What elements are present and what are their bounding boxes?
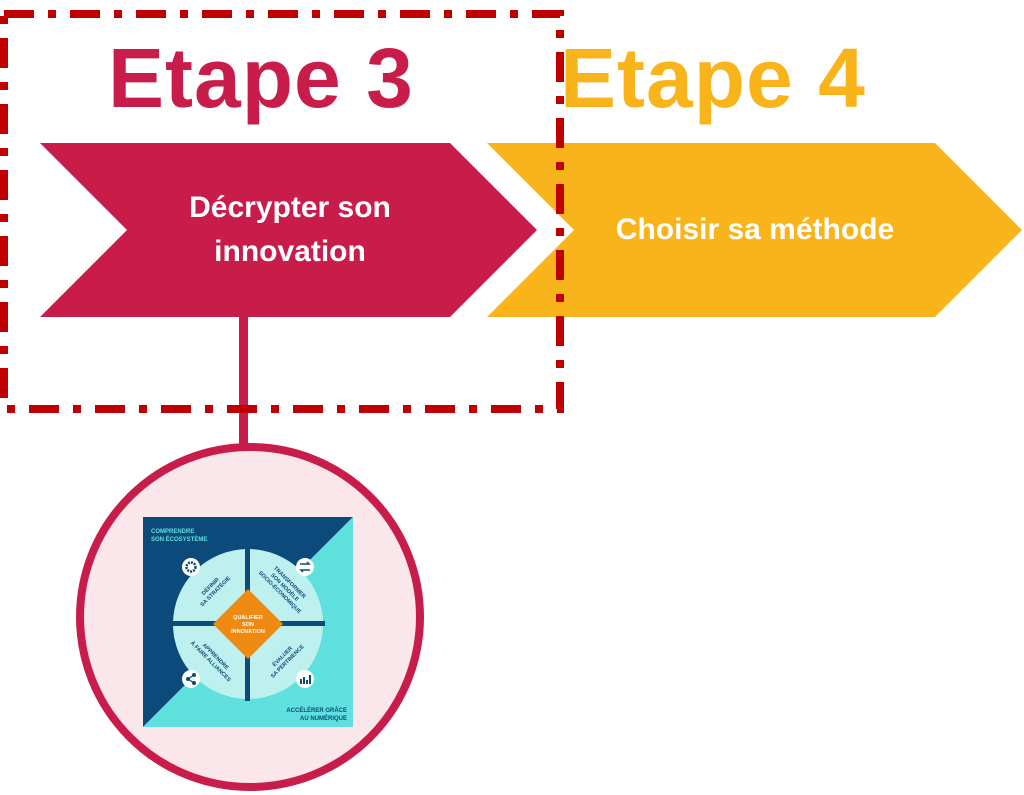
corner-top-line1: COMPRENDRE xyxy=(151,529,194,535)
step4-title: Etape 4 xyxy=(560,31,866,125)
share-icon xyxy=(182,670,200,688)
innovation-wheel-image: COMPRENDRE SON ÉCOSYSTÈME ACCÉLÉRER GRÂC… xyxy=(143,517,353,727)
swap-arrows-icon xyxy=(296,558,314,576)
center-line1: QUALIFIER xyxy=(233,615,263,621)
step3-label-line2: innovation xyxy=(214,235,366,268)
center-diamond xyxy=(213,589,283,659)
step3-chevron[interactable] xyxy=(40,143,537,317)
corner-bottom-line1: ACCÉLÉRER GRÂCE xyxy=(286,706,347,714)
gear-icon xyxy=(182,558,200,576)
step3-label-line1: Décrypter son xyxy=(189,191,391,224)
center-line2: SON xyxy=(242,622,254,628)
connector-line xyxy=(239,317,248,447)
step3-dashed-frame xyxy=(0,10,564,413)
bar-chart-icon xyxy=(296,670,314,688)
corner-top-line2: SON ÉCOSYSTÈME xyxy=(151,535,207,543)
step4-label: Choisir sa méthode xyxy=(615,213,895,246)
step4-chevron[interactable] xyxy=(487,143,1022,317)
corner-bottom-line2: AU NUMÉRIQUE xyxy=(300,714,347,722)
step3-title: Etape 3 xyxy=(108,31,414,125)
step3-label: Décrypter son innovation xyxy=(140,186,440,274)
center-line3: INNOVATION xyxy=(231,629,265,635)
